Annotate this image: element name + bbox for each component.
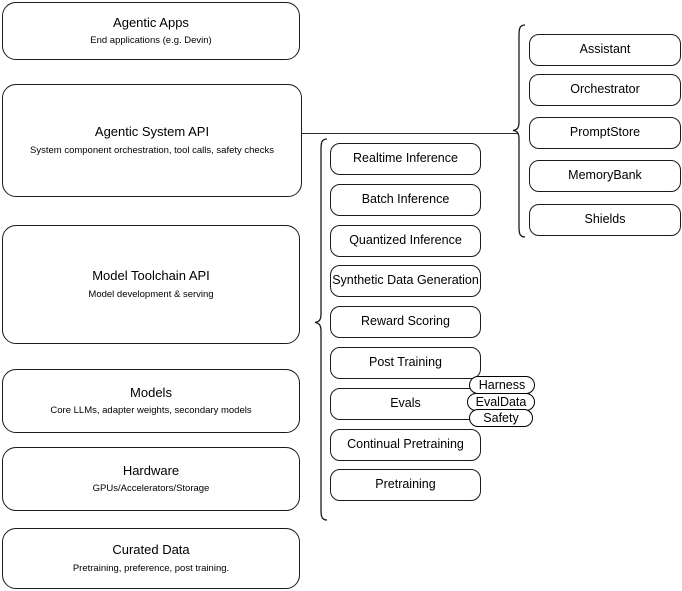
pill-safety[interactable]: Safety — [469, 409, 533, 427]
capability-label: Realtime Inference — [353, 151, 458, 166]
layer-title: Hardware — [122, 462, 180, 478]
pill-label: Safety — [483, 411, 519, 425]
layer-box-model-toolchain-api[interactable]: Model Toolchain API Model development & … — [2, 225, 300, 344]
capability-label: Post Training — [369, 355, 442, 370]
capability-box-batch-inference[interactable]: Batch Inference — [330, 184, 481, 216]
layer-subtitle: Core LLMs, adapter weights, secondary mo… — [50, 405, 252, 417]
component-label: MemoryBank — [568, 168, 642, 183]
capability-label: Continual Pretraining — [347, 437, 464, 452]
capability-label: Pretraining — [375, 477, 436, 492]
bracket-system-components — [512, 24, 526, 238]
component-box-shields[interactable]: Shields — [529, 204, 681, 236]
component-box-orchestrator[interactable]: Orchestrator — [529, 74, 681, 106]
component-label: PromptStore — [569, 125, 641, 140]
layer-subtitle: End applications (e.g. Devin) — [90, 35, 212, 47]
layer-box-hardware[interactable]: Hardware GPUs/Accelerators/Storage — [2, 447, 300, 511]
layer-title: Agentic System API — [94, 124, 210, 140]
component-box-promptstore[interactable]: PromptStore — [529, 117, 681, 149]
component-box-memorybank[interactable]: MemoryBank — [529, 160, 681, 192]
layer-title: Models — [130, 384, 172, 400]
capability-label: Evals — [390, 396, 421, 411]
capability-box-continual-pretraining[interactable]: Continual Pretraining — [330, 429, 481, 461]
layer-subtitle: Model development & serving — [88, 288, 214, 300]
capability-label: Quantized Inference — [349, 233, 462, 248]
layer-title: Model Toolchain API — [92, 268, 210, 284]
capability-label: Synthetic Data Generation — [332, 273, 479, 288]
layer-box-agentic-apps[interactable]: Agentic Apps End applications (e.g. Devi… — [2, 2, 300, 60]
pill-label: Harness — [478, 378, 526, 392]
component-label: Assistant — [579, 42, 631, 57]
layer-box-models[interactable]: Models Core LLMs, adapter weights, secon… — [2, 369, 300, 433]
capability-box-post-training[interactable]: Post Training — [330, 347, 481, 379]
layer-subtitle: System component orchestration, tool cal… — [30, 144, 274, 156]
layer-title: Agentic Apps — [113, 14, 189, 30]
component-label: Shields — [584, 212, 626, 227]
pill-label: EvalData — [475, 395, 527, 409]
bracket-toolchain — [314, 138, 328, 521]
layer-subtitle: Pretraining, preference, post training. — [72, 562, 230, 574]
component-box-assistant[interactable]: Assistant — [529, 34, 681, 66]
layer-box-agentic-system-api[interactable]: Agentic System API System component orch… — [2, 84, 302, 197]
pill-harness[interactable]: Harness — [469, 376, 535, 394]
capability-box-pretraining[interactable]: Pretraining — [330, 469, 481, 501]
connector-system-api-to-components — [302, 133, 518, 135]
capability-box-evals[interactable]: Evals — [330, 388, 481, 420]
capability-label: Batch Inference — [361, 192, 450, 207]
layer-subtitle: GPUs/Accelerators/Storage — [92, 483, 210, 495]
capability-box-reward-scoring[interactable]: Reward Scoring — [330, 306, 481, 338]
component-label: Orchestrator — [570, 82, 640, 97]
capability-box-synthetic-data-generation[interactable]: Synthetic Data Generation — [330, 265, 481, 297]
capability-label: Reward Scoring — [361, 314, 450, 329]
layer-box-curated-data[interactable]: Curated Data Pretraining, preference, po… — [2, 528, 300, 589]
capability-box-realtime-inference[interactable]: Realtime Inference — [330, 143, 481, 175]
layer-title: Curated Data — [112, 542, 190, 558]
capability-box-quantized-inference[interactable]: Quantized Inference — [330, 225, 481, 257]
